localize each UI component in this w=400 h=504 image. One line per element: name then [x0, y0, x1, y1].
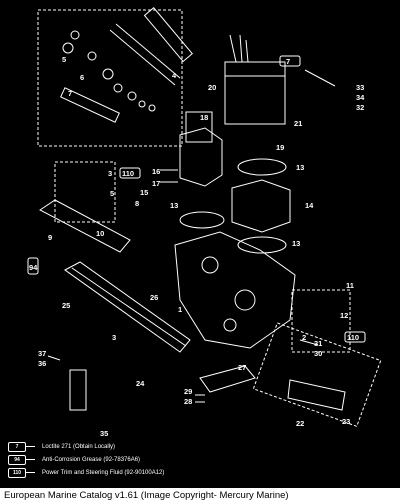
callout-13c: 13: [170, 201, 178, 210]
callout-37: 37: [38, 349, 46, 358]
valve-inset: [54, 161, 116, 223]
trim-cylinder: [64, 261, 191, 353]
callout-1: 1: [178, 305, 182, 314]
callout-7: 7: [68, 89, 72, 98]
callout-14: 14: [305, 201, 314, 210]
callout-2: 2: [302, 333, 306, 342]
callout-33: 33: [356, 83, 364, 92]
callout-5b: 5: [110, 189, 114, 198]
callout-3b: 3: [108, 169, 112, 178]
callout-25: 25: [62, 301, 70, 310]
filter-inset: [252, 322, 382, 427]
badge-110-label: 110: [122, 169, 134, 178]
legend-row: 7 Loctite 271 (Obtain Locally): [8, 440, 328, 453]
piston-assembly: [39, 199, 131, 253]
legend-text: Power Trim and Steering Fluid (92-90100A…: [42, 469, 165, 476]
callout-4: 4: [172, 71, 177, 80]
callout-20: 20: [208, 83, 216, 92]
pump-block: [231, 179, 291, 233]
callout-5: 5: [62, 55, 66, 64]
callout-28: 28: [184, 397, 192, 406]
callout-13b: 13: [292, 239, 300, 248]
o-ring: [237, 236, 287, 254]
inset-valve: [60, 87, 120, 123]
bracket: [69, 369, 87, 411]
callout-15: 15: [140, 188, 148, 197]
callout-3: 3: [112, 333, 116, 342]
badge-94-label: 94: [29, 263, 38, 272]
callout-10: 10: [96, 229, 104, 238]
callout-23: 23: [342, 417, 350, 426]
inset-rod: [143, 7, 193, 63]
legend-text: Anti-Corrosion Grease (92-78376A6): [42, 456, 141, 463]
o-ring: [179, 211, 225, 229]
callout-17: 17: [152, 179, 160, 188]
inset-ring: [70, 30, 80, 40]
o-ring: [237, 158, 287, 176]
legend-badge: 7: [8, 441, 35, 452]
callout-21: 21: [294, 119, 302, 128]
legend-row: 94 Anti-Corrosion Grease (92-78376A6): [8, 453, 328, 466]
callout-11: 11: [346, 281, 354, 290]
callout-9: 9: [48, 233, 52, 242]
callout-34: 34: [356, 93, 365, 102]
callout-19: 19: [276, 143, 284, 152]
legend-badge: 110: [8, 467, 35, 478]
callout-26: 26: [150, 293, 158, 302]
callout-6: 6: [80, 73, 84, 82]
callout-31: 31: [314, 339, 322, 348]
callout-16: 16: [152, 167, 160, 176]
badge-110-b-label: 110: [347, 333, 359, 342]
inset-ring: [138, 100, 146, 108]
inset-ring: [113, 83, 123, 93]
callout-24: 24: [136, 379, 145, 388]
callout-29: 29: [184, 387, 192, 396]
manifold-body: [174, 231, 296, 349]
callout-36: 36: [38, 359, 46, 368]
inset-ring: [148, 104, 156, 112]
callout-8: 8: [135, 199, 139, 208]
pump-motor: [224, 61, 286, 125]
callout-32: 32: [356, 103, 364, 112]
legend-text: Loctite 271 (Obtain Locally): [42, 443, 116, 450]
exploded-parts-diagram: 7 110 94 110 1 2 3 3 4 5 5 6 7 8 9 10 11…: [27, 7, 382, 438]
callout-13: 13: [296, 163, 304, 172]
badge-7: [279, 55, 301, 67]
filter-element: [199, 365, 256, 393]
callout-22: 22: [296, 419, 304, 428]
inset-ring: [102, 68, 114, 80]
callout-18: 18: [200, 113, 208, 122]
inset-ring: [62, 42, 74, 54]
legend-badge: 94: [8, 454, 35, 465]
badge-7-label: 7: [286, 57, 290, 66]
legend: 7 Loctite 271 (Obtain Locally) 94 Anti-C…: [8, 440, 328, 479]
callout-27: 27: [238, 363, 246, 372]
copyright-caption: European Marine Catalog v1.61 (Image Cop…: [0, 488, 400, 504]
inset-box: [37, 9, 183, 147]
inset-ring: [127, 91, 137, 101]
callout-35: 35: [100, 429, 108, 438]
callout-12: 12: [340, 311, 348, 320]
badge-110: [119, 167, 141, 179]
badge-94: [27, 257, 39, 275]
reservoir: [179, 127, 223, 187]
badge-110-b: [344, 331, 366, 343]
inset-ring: [87, 51, 97, 61]
legend-row: 110 Power Trim and Steering Fluid (92-90…: [8, 466, 328, 479]
callout-30: 30: [314, 349, 322, 358]
